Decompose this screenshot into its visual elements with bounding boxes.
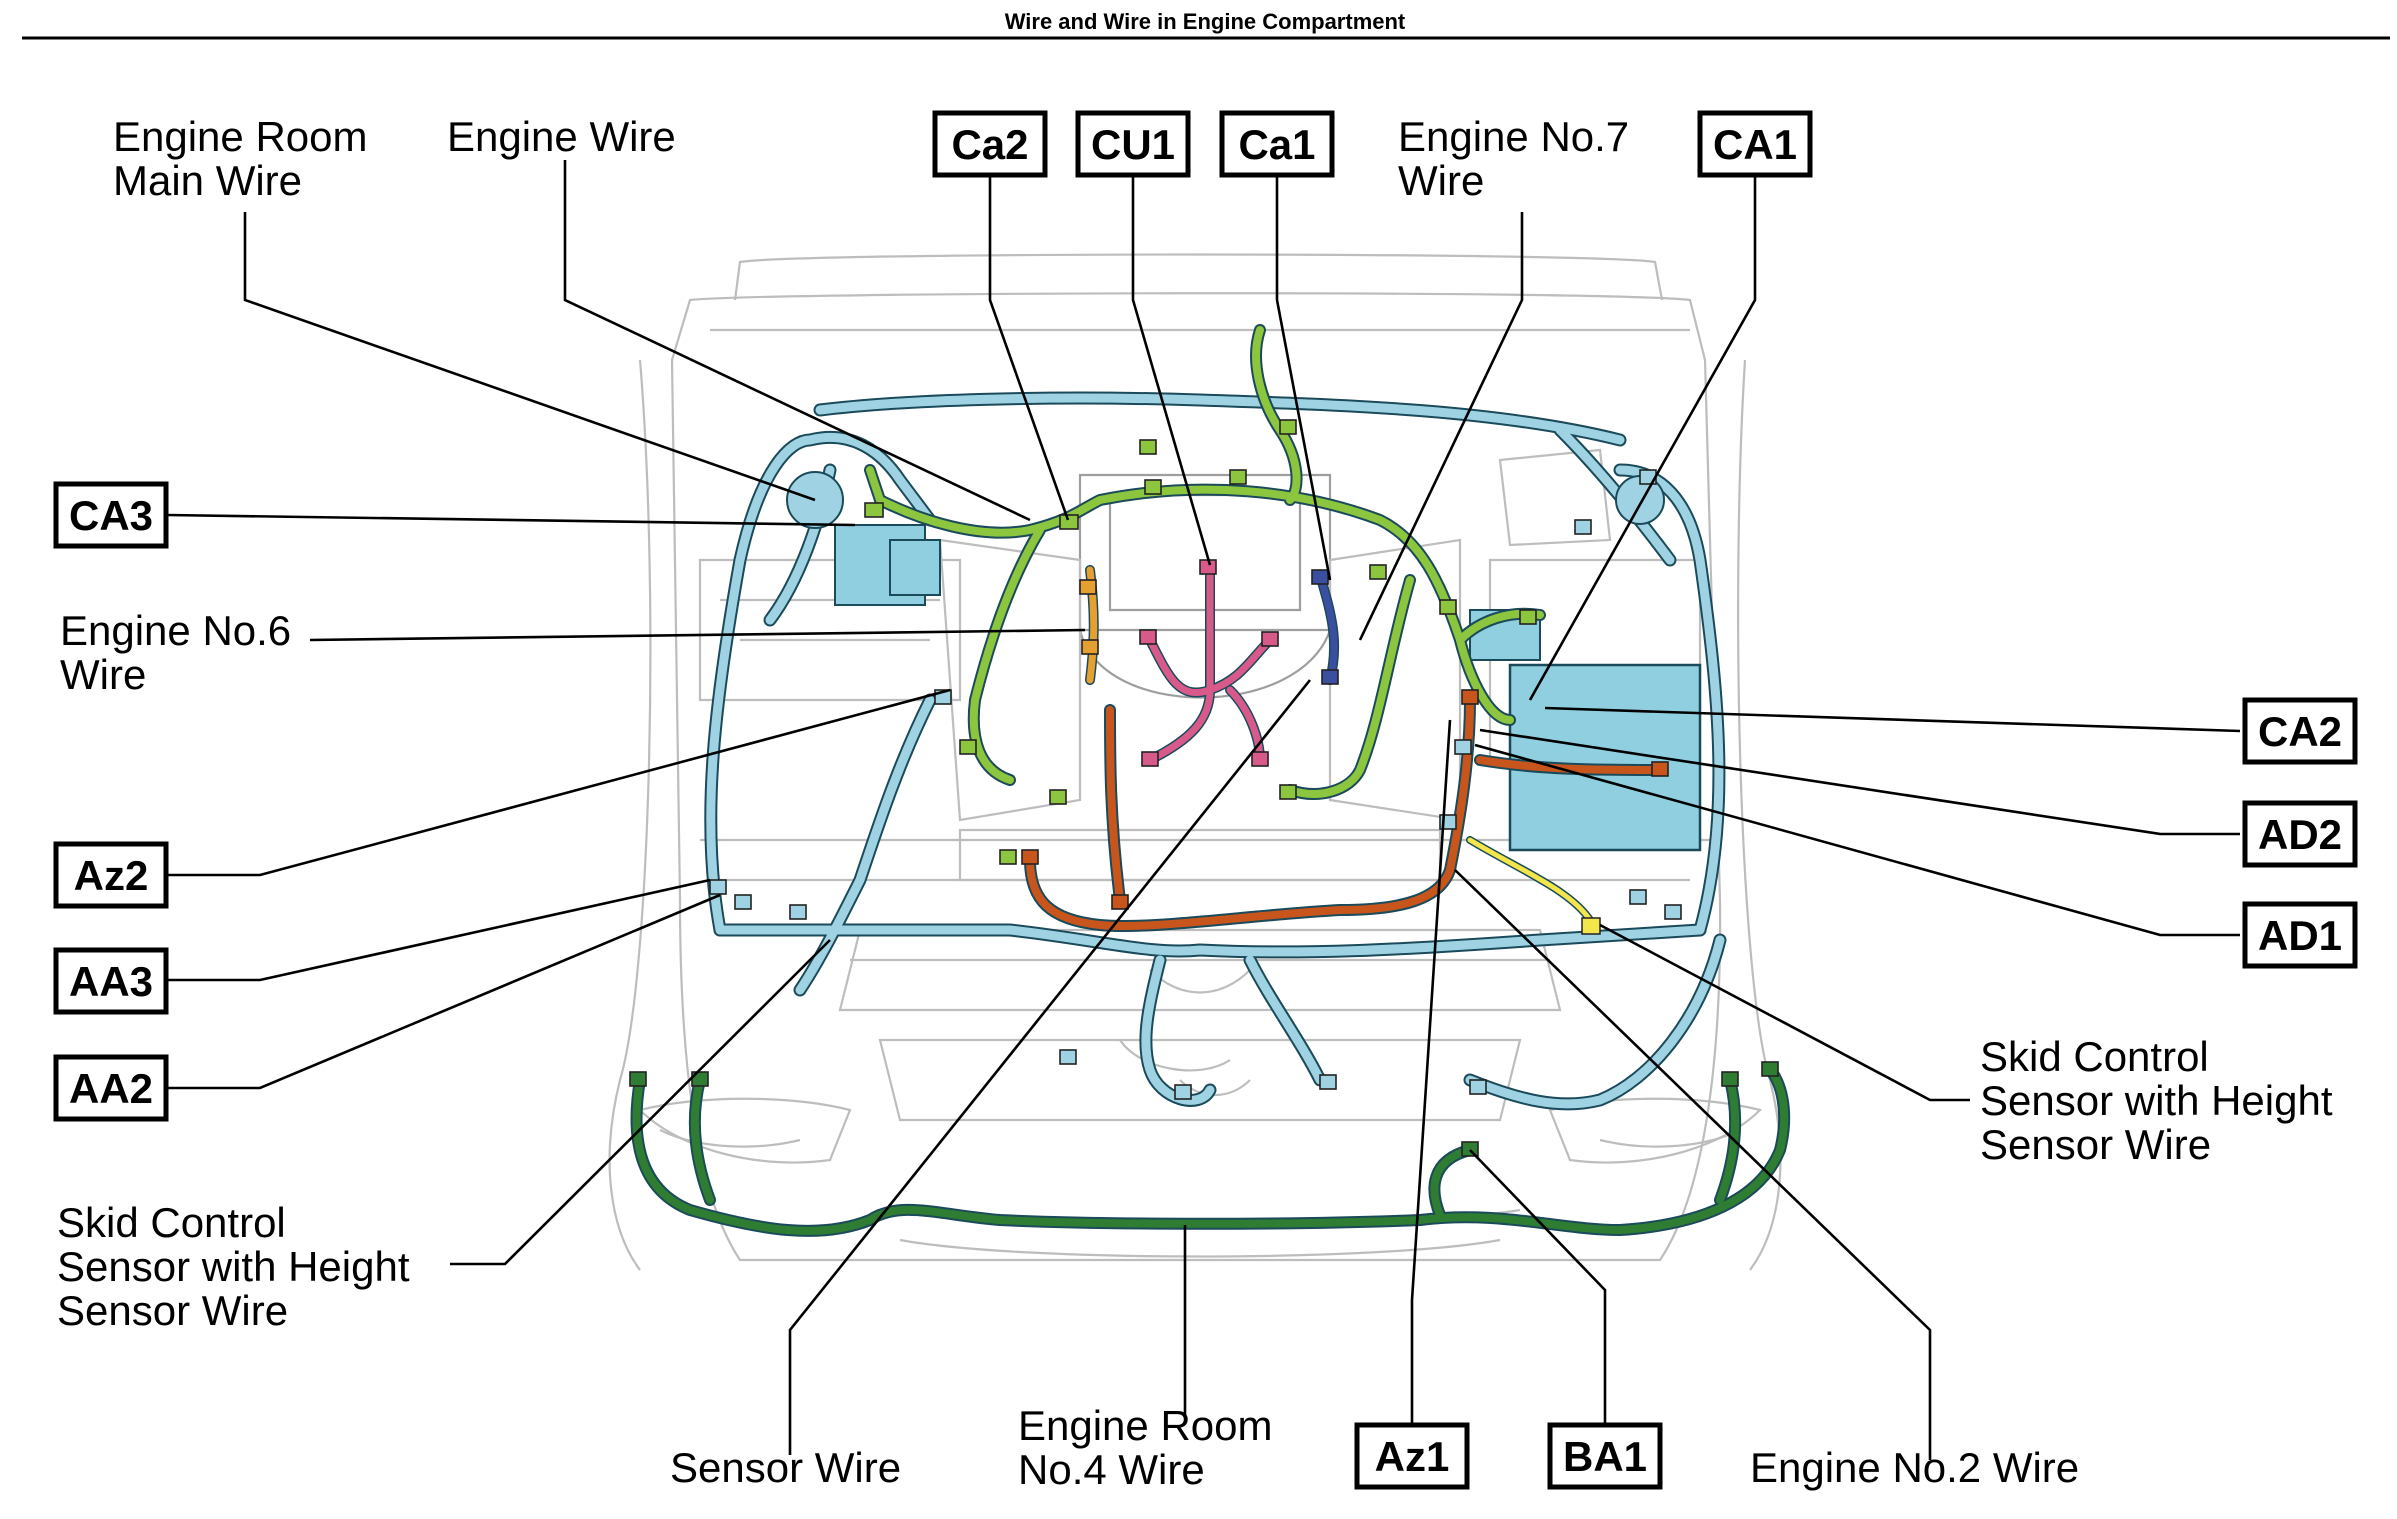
label-skid-control-left: Skid Control Sensor with Height Sensor W…: [57, 1199, 421, 1334]
connector-ca1-lower-code: Ca1: [1238, 121, 1315, 168]
label-skid-control-right: Skid Control Sensor with Height Sensor W…: [1980, 1033, 2344, 1168]
label-engine-wire: Engine Wire: [447, 113, 676, 160]
leader-sensor-wire: [788, 679, 1312, 1455]
pink-harness: [1145, 565, 1275, 765]
leader-engine-wire: [563, 160, 1031, 522]
connector-ca1-upper: CA1: [1697, 110, 1813, 178]
connector-ca2-upper: Ca2: [932, 110, 1048, 178]
blue-harness: [704, 391, 1727, 1111]
connector-cu1: CU1: [1075, 110, 1191, 178]
connector-az1: Az1: [1354, 1422, 1470, 1490]
connector-ca2-upper-code: Ca2: [951, 121, 1028, 168]
connector-ca1-lower: Ca1: [1219, 110, 1335, 178]
label-engine-no2-wire: Engine No.2 Wire: [1750, 1444, 2079, 1491]
navy-harness: [1315, 570, 1340, 685]
label-engine-room-main-wire: Engine Room Main Wire: [113, 113, 379, 204]
connector-ca2-right: CA2: [2242, 697, 2358, 765]
ecu-box: [1508, 663, 1702, 852]
connector-cu1-code: CU1: [1091, 121, 1175, 168]
leader-ad1: [1474, 743, 2240, 937]
leader-ca1-upper: [1528, 175, 1757, 701]
wire-labels: Engine Room Main Wire Engine Wire Engine…: [57, 113, 2344, 1493]
leader-ca3: [167, 513, 856, 527]
label-engine-no7-wire: Engine No.7 Wire: [1398, 113, 1641, 204]
connector-az1-code: Az1: [1375, 1433, 1450, 1480]
leader-aa3: [168, 878, 711, 982]
connector-aa3: AA3: [53, 947, 169, 1015]
leader-ca2-right: [1544, 706, 2241, 733]
leader-ca2-upper: [988, 175, 1070, 521]
connector-ad1: AD1: [2242, 901, 2358, 969]
connector-ad2: AD2: [2242, 800, 2358, 868]
leader-lines: [167, 160, 2241, 1460]
leader-ca1-lower: [1275, 175, 1332, 581]
connector-az2: Az2: [53, 841, 169, 909]
leader-ad2: [1479, 728, 2240, 836]
connector-ba1: BA1: [1547, 1422, 1663, 1490]
leader-skid-control-left: [450, 939, 831, 1266]
connector-ca3: CA3: [53, 481, 169, 549]
connector-ca2-right-code: CA2: [2258, 708, 2342, 755]
diagram-title: Wire and Wire in Engine Compartment: [1005, 9, 1406, 34]
yellow-harness: [1466, 836, 1601, 935]
leader-engine-no7-wire: [1358, 212, 1524, 641]
leader-engine-no6-wire: [309, 628, 1086, 642]
connector-ad1-code: AD1: [2258, 912, 2342, 959]
connector-ad2-code: AD2: [2258, 811, 2342, 858]
orange-harness: [1024, 694, 1666, 932]
leader-ba1: [1469, 1149, 1607, 1440]
leader-engine-no2-wire: [1454, 869, 1932, 1460]
leader-aa2: [168, 893, 721, 1090]
label-engine-no6-wire: Engine No.6 Wire: [60, 607, 303, 698]
harness-connectors: [629, 419, 1779, 1157]
connector-aa2: AA2: [53, 1054, 169, 1122]
leader-cu1: [1131, 175, 1212, 566]
connector-az2-code: Az2: [74, 852, 149, 899]
connector-ca3-code: CA3: [69, 492, 153, 539]
connector-ba1-code: BA1: [1563, 1433, 1647, 1480]
connector-aa3-code: AA3: [69, 958, 153, 1005]
connector-aa2-code: AA2: [69, 1065, 153, 1112]
leader-az2: [168, 688, 951, 877]
leader-engine-room-main-wire: [243, 212, 816, 502]
connector-ca1-upper-code: CA1: [1713, 121, 1797, 168]
label-sensor-wire: Sensor Wire: [670, 1444, 901, 1491]
label-engine-room-no4-wire: Engine Room No.4 Wire: [1018, 1402, 1284, 1493]
connector-codes: Ca2 CU1 Ca1 CA1 CA3 CA2 AD2 AD1: [53, 110, 2358, 1490]
leader-skid-control-right: [1599, 923, 1970, 1102]
leader-az1: [1410, 719, 1452, 1440]
green-harness: [864, 324, 1546, 800]
